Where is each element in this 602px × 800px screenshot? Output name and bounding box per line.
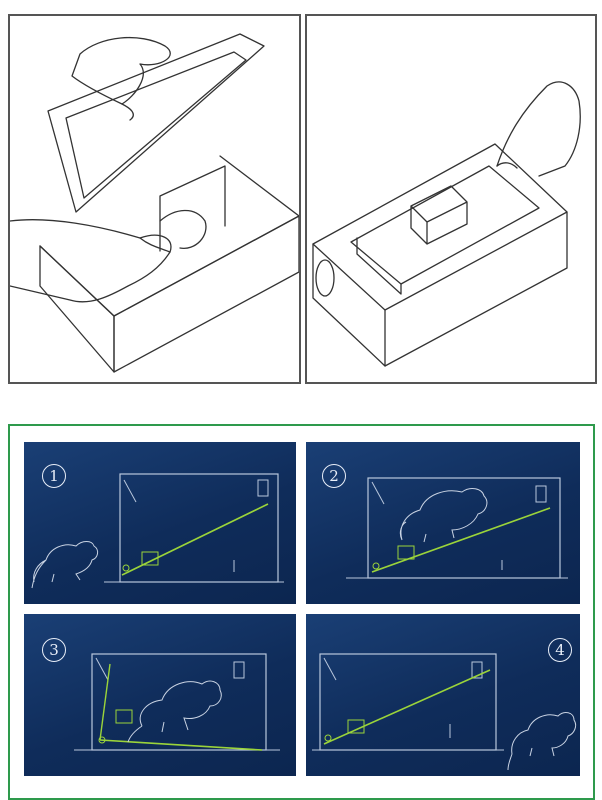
box-top-edge	[40, 156, 299, 316]
mouse-outside	[32, 542, 98, 589]
mouse-falling	[128, 681, 221, 742]
open-lid-sketch	[10, 16, 299, 382]
step-1-diagram	[24, 442, 296, 604]
hand-top	[72, 38, 170, 104]
lid-frame	[48, 34, 264, 212]
box-front-face	[40, 246, 114, 372]
door-hinge	[124, 480, 136, 502]
step-panel-4: 4	[306, 614, 580, 776]
box-top-face	[313, 144, 567, 310]
box-side-face	[385, 212, 567, 366]
step-panel-2: 2	[306, 442, 580, 604]
bait-holder	[234, 662, 244, 678]
step-panel-3: 3	[24, 614, 296, 776]
steps-frame: 1 2 3	[8, 424, 595, 800]
pivot	[373, 563, 379, 569]
box-divider	[160, 166, 225, 251]
mouse-reset	[508, 713, 576, 770]
trigger-mechanism	[160, 210, 206, 248]
bait-holder	[258, 480, 268, 496]
box-opening	[351, 166, 539, 284]
pivot	[123, 565, 129, 571]
door-hinge	[324, 658, 336, 680]
hand-lower-finger	[140, 238, 170, 252]
bait-block	[411, 186, 467, 244]
illustration-press-trap	[305, 14, 597, 384]
trap-box	[120, 474, 278, 582]
entrance-hole	[316, 260, 334, 296]
lid-window	[66, 52, 246, 198]
trap-box	[320, 654, 496, 750]
pressing-finger	[497, 163, 517, 168]
press-trap-sketch	[307, 16, 595, 382]
counterweight	[116, 710, 132, 723]
hand-lower	[10, 220, 171, 302]
step-4-diagram	[306, 614, 580, 776]
illustration-open-lid	[8, 14, 301, 384]
ramp	[372, 508, 550, 572]
pivot	[325, 735, 331, 741]
hand-top-thumb	[122, 104, 133, 120]
door-hinge	[96, 658, 108, 680]
ramp	[122, 504, 268, 575]
step-3-diagram	[24, 614, 296, 776]
trap-box	[92, 654, 266, 750]
ramp-tilted	[100, 740, 262, 750]
step-2-diagram	[306, 442, 580, 604]
pressing-hand	[497, 82, 580, 176]
mouse-on-ramp	[400, 489, 487, 542]
bait-holder	[536, 486, 546, 502]
step-panel-1: 1	[24, 442, 296, 604]
door-hinge	[372, 482, 384, 504]
